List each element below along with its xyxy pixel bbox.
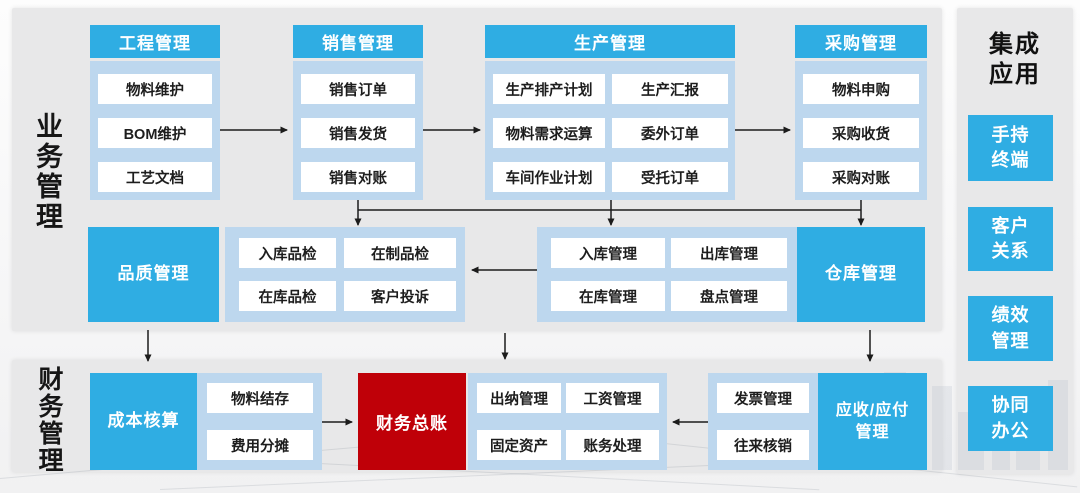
ar-ap-management-box: 应收/应付 管理 bbox=[818, 373, 927, 470]
node-payroll-management: 工资管理 bbox=[566, 383, 659, 413]
node-workshop-operation-plan: 车间作业计划 bbox=[493, 162, 605, 192]
node-in-stock-inspection: 在库品检 bbox=[239, 281, 336, 311]
node-incoming-inspection: 入库品检 bbox=[239, 238, 336, 268]
procurement-management-header: 采购管理 bbox=[795, 25, 927, 58]
business-section-label: 业务管理 bbox=[32, 112, 62, 232]
node-outbound-management: 出库管理 bbox=[671, 238, 787, 268]
warehouse-management-box: 仓库管理 bbox=[797, 227, 925, 322]
engineering-management-header: 工程管理 bbox=[90, 25, 220, 58]
node-accounting-processing: 账务处理 bbox=[566, 430, 659, 460]
node-cashier-management: 出纳管理 bbox=[477, 383, 561, 413]
node-in-process-inspection: 在制品检 bbox=[344, 238, 456, 268]
finance-section-label: 财务管理 bbox=[35, 366, 63, 474]
node-material-maintenance: 物料维护 bbox=[98, 74, 212, 104]
node-bom-maintenance: BOM维护 bbox=[98, 118, 212, 148]
node-in-stock-management: 在库管理 bbox=[551, 281, 665, 311]
cost-accounting-box: 成本核算 bbox=[90, 373, 197, 470]
node-collaborative-office: 协同 办公 bbox=[968, 386, 1053, 451]
node-production-report: 生产汇报 bbox=[612, 74, 728, 104]
node-consignment-order: 受托订单 bbox=[612, 162, 728, 192]
node-outsourcing-order: 委外订单 bbox=[612, 118, 728, 148]
node-fixed-assets: 固定资产 bbox=[477, 430, 561, 460]
node-sales-delivery: 销售发货 bbox=[301, 118, 415, 148]
production-management-header: 生产管理 bbox=[485, 25, 735, 58]
node-production-scheduling-plan: 生产排产计划 bbox=[493, 74, 605, 104]
node-material-balance: 物料结存 bbox=[207, 383, 313, 413]
general-ledger-box: 财务总账 bbox=[358, 373, 466, 470]
node-sales-order: 销售订单 bbox=[301, 74, 415, 104]
node-stocktaking-management: 盘点管理 bbox=[671, 281, 787, 311]
node-invoice-management: 发票管理 bbox=[717, 383, 809, 413]
quality-management-box: 品质管理 bbox=[88, 227, 219, 322]
node-material-requisition: 物料申购 bbox=[803, 74, 919, 104]
node-inbound-management: 入库管理 bbox=[551, 238, 665, 268]
node-customer-relationship: 客户 关系 bbox=[968, 207, 1053, 271]
node-material-requirement-calculation: 物料需求运算 bbox=[493, 118, 605, 148]
node-current-account-writeoff: 往来核销 bbox=[717, 430, 809, 460]
node-handheld-terminal: 手持 终端 bbox=[968, 115, 1053, 181]
node-sales-reconciliation: 销售对账 bbox=[301, 162, 415, 192]
sales-management-header: 销售管理 bbox=[293, 25, 423, 58]
node-customer-complaint: 客户投诉 bbox=[344, 281, 456, 311]
integration-title: 集成 应用 bbox=[989, 31, 1041, 88]
node-purchase-reconciliation: 采购对账 bbox=[803, 162, 919, 192]
node-expense-allocation: 费用分摊 bbox=[207, 430, 313, 460]
node-process-documents: 工艺文档 bbox=[98, 162, 212, 192]
node-performance-management: 绩效 管理 bbox=[968, 296, 1053, 361]
node-purchase-receipt: 采购收货 bbox=[803, 118, 919, 148]
